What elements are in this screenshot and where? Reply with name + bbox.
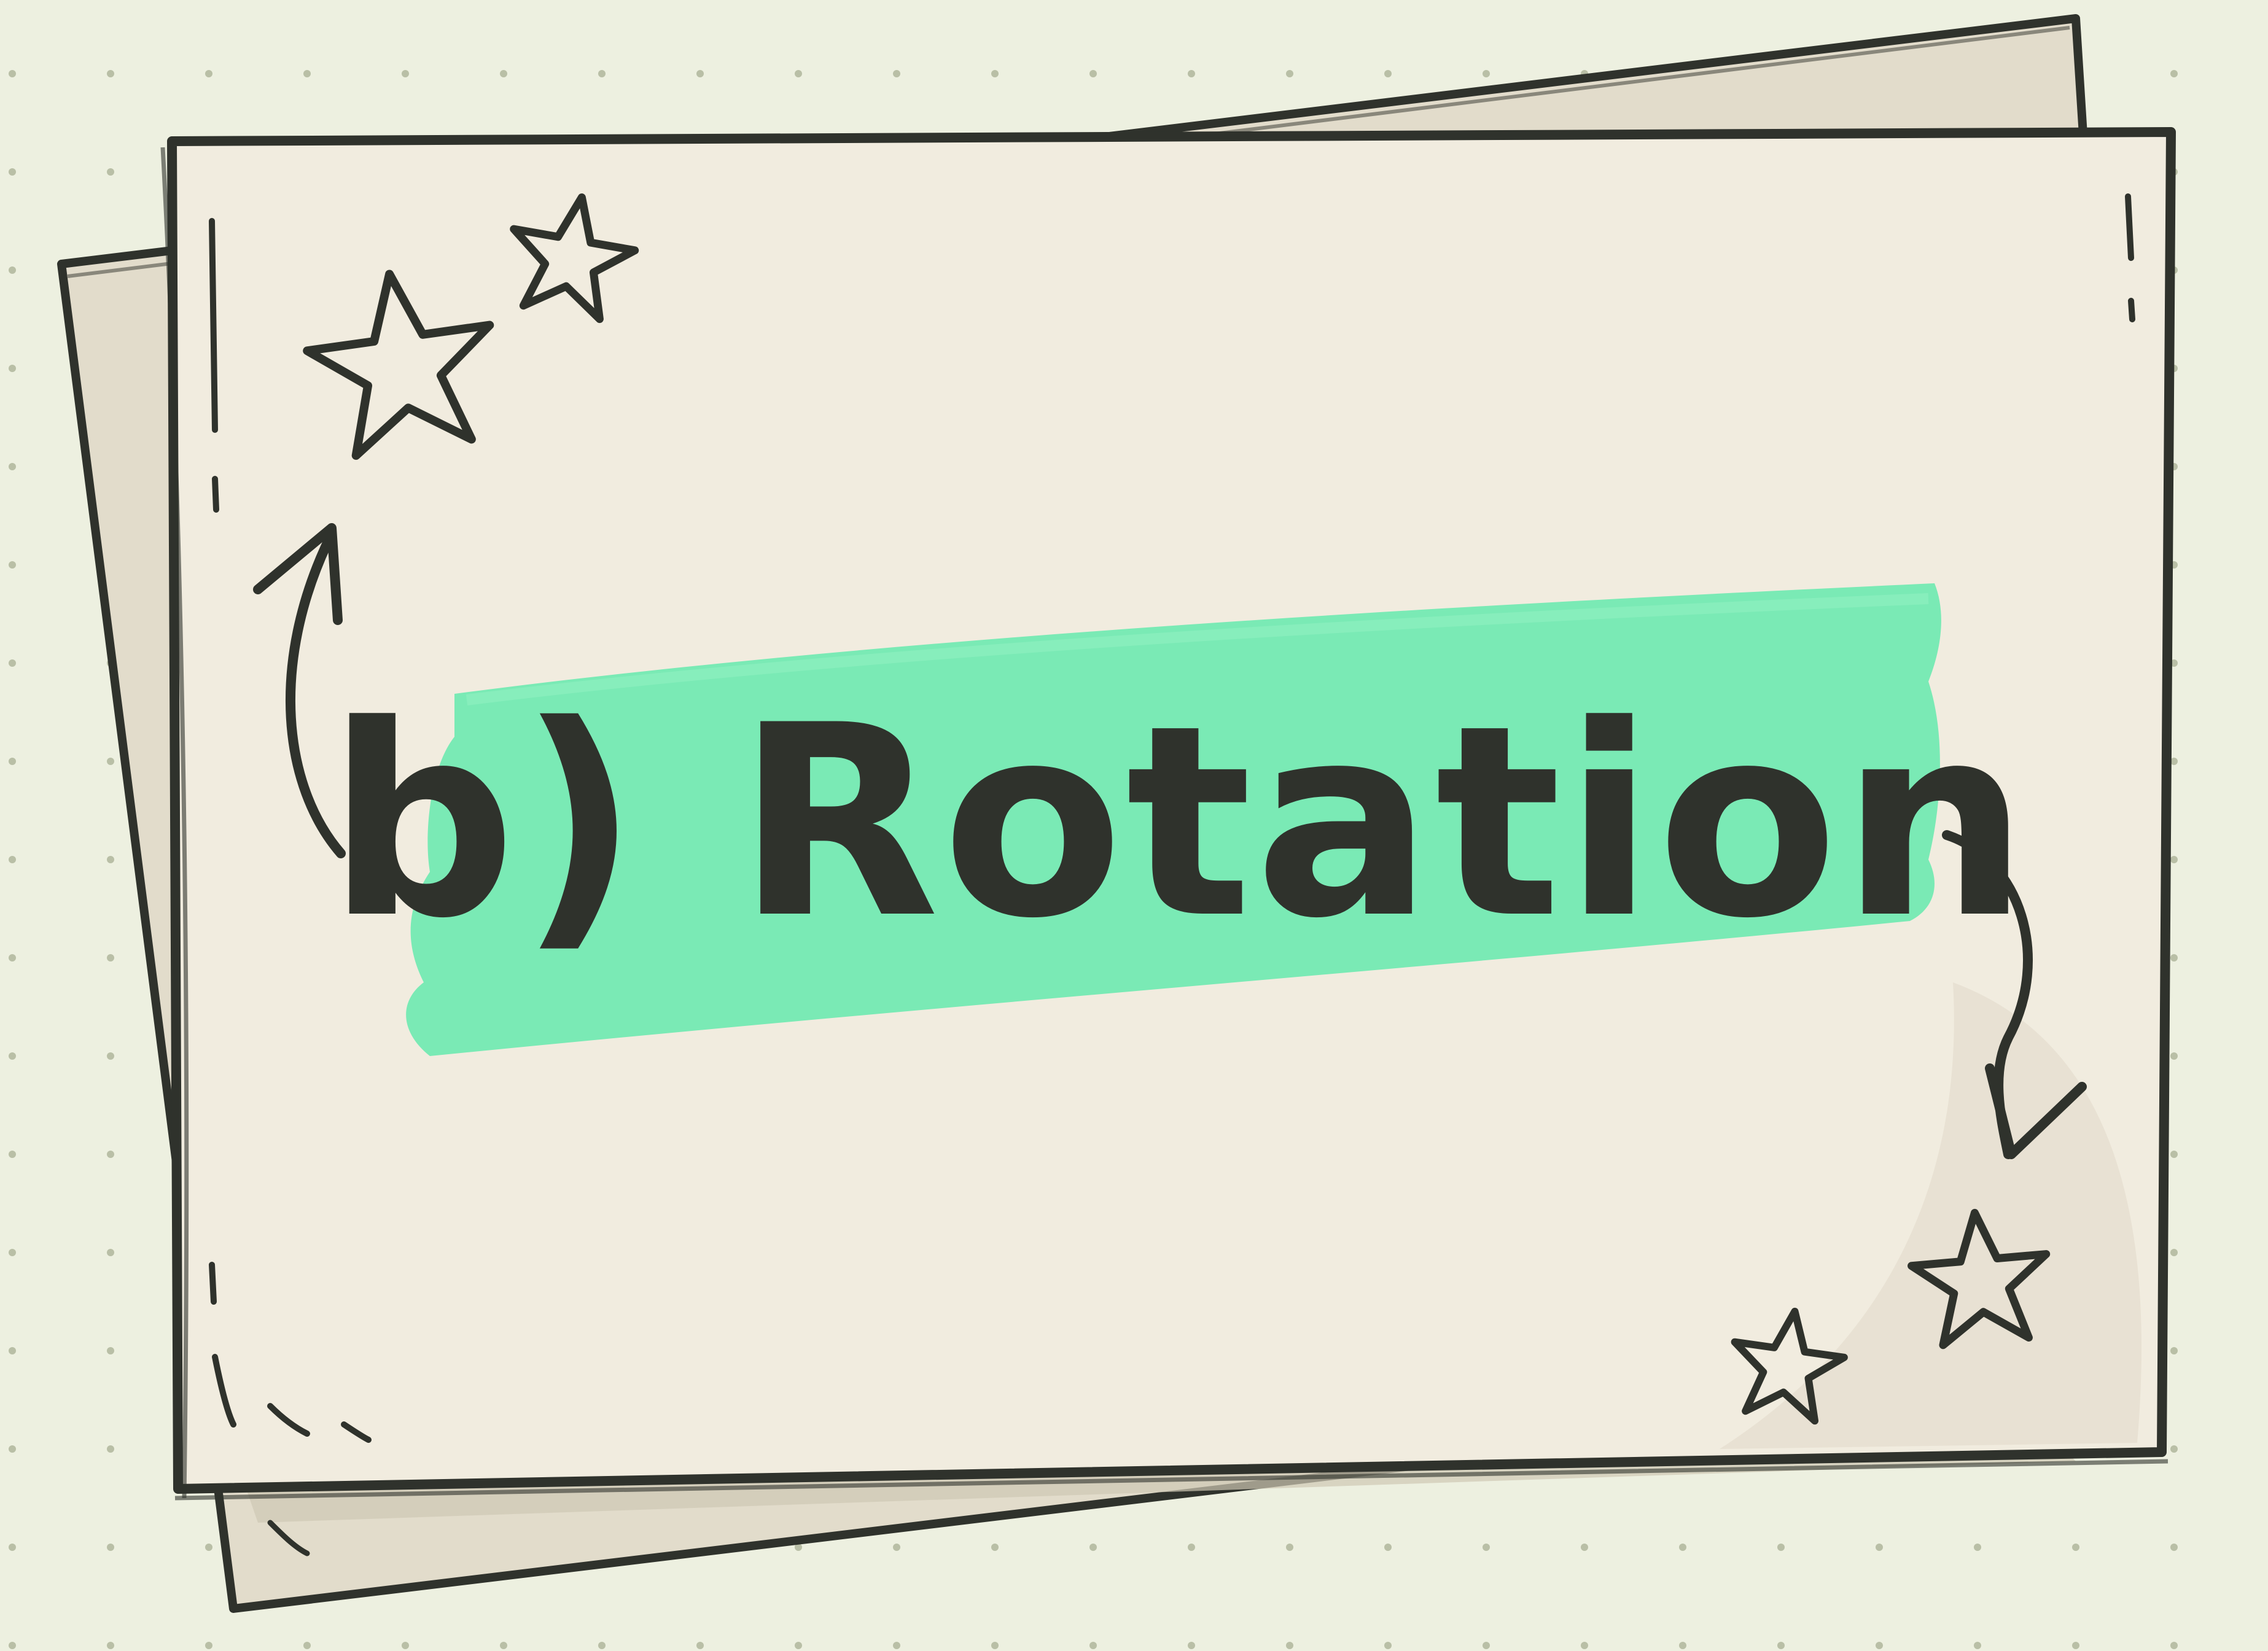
title-container: b) Rotation bbox=[327, 639, 2029, 1007]
star-icon bbox=[1731, 1307, 1848, 1425]
star-icon bbox=[303, 270, 494, 460]
star-icon bbox=[1908, 1208, 2051, 1350]
star-icon bbox=[510, 193, 639, 324]
title-highlight bbox=[406, 583, 1941, 1056]
curved-arrow-icon bbox=[253, 523, 346, 858]
curved-arrow-icon bbox=[1942, 830, 2087, 1159]
card-title: b) Rotation bbox=[327, 669, 2032, 976]
